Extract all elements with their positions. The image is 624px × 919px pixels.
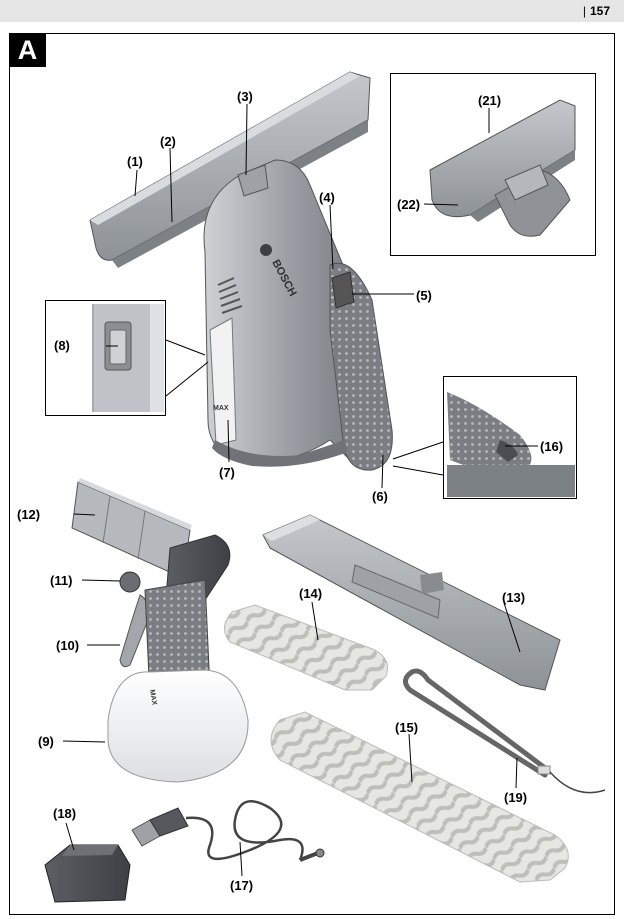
- callout-21: (21): [478, 93, 502, 108]
- callout-4: (4): [319, 190, 335, 205]
- window-vacuum-main: MAX BOSCH: [89, 71, 393, 471]
- callout-14: (14): [299, 586, 323, 601]
- inset-led-drawing: [447, 392, 575, 497]
- microfibre-pads: [224, 604, 569, 883]
- bottle-max-mark: MAX: [148, 689, 158, 706]
- strap-clip: [537, 765, 551, 775]
- callout-7: (7): [219, 465, 235, 480]
- callout-12: (12): [17, 507, 41, 522]
- usb-cable: [131, 800, 325, 862]
- callout-5: (5): [416, 288, 432, 303]
- strap-cord: [549, 771, 606, 794]
- callout-9: (9): [38, 734, 54, 749]
- extension-attachment: [262, 514, 561, 691]
- figure-frame: [9, 33, 615, 915]
- callout-16: (16): [540, 439, 564, 454]
- callout-19: (19): [504, 790, 528, 805]
- page-number: |157: [582, 4, 610, 18]
- callout-1: (1): [127, 154, 143, 169]
- spray-bottle: MAX: [71, 478, 249, 783]
- callout-13: (13): [502, 590, 526, 605]
- callout-18: (18): [53, 806, 77, 821]
- callout-10: (10): [56, 638, 80, 653]
- callout-8: (8): [54, 338, 70, 353]
- tank-max-mark: MAX: [213, 405, 229, 412]
- callout-15: (15): [395, 720, 419, 735]
- callout-17: (17): [230, 878, 254, 893]
- charger-cap: [44, 844, 131, 903]
- figure-badge: A: [9, 33, 46, 67]
- callout-3: (3): [237, 89, 253, 104]
- inset-blade-drawing: [429, 99, 576, 237]
- callout-22: (22): [397, 197, 421, 212]
- wrist-strap: [403, 668, 548, 778]
- page-header: |157: [0, 0, 624, 22]
- callout-11: (11): [50, 573, 73, 588]
- callout-6: (6): [372, 489, 388, 504]
- inset-switch-drawing: [92, 304, 164, 412]
- callout-2: (2): [160, 134, 176, 149]
